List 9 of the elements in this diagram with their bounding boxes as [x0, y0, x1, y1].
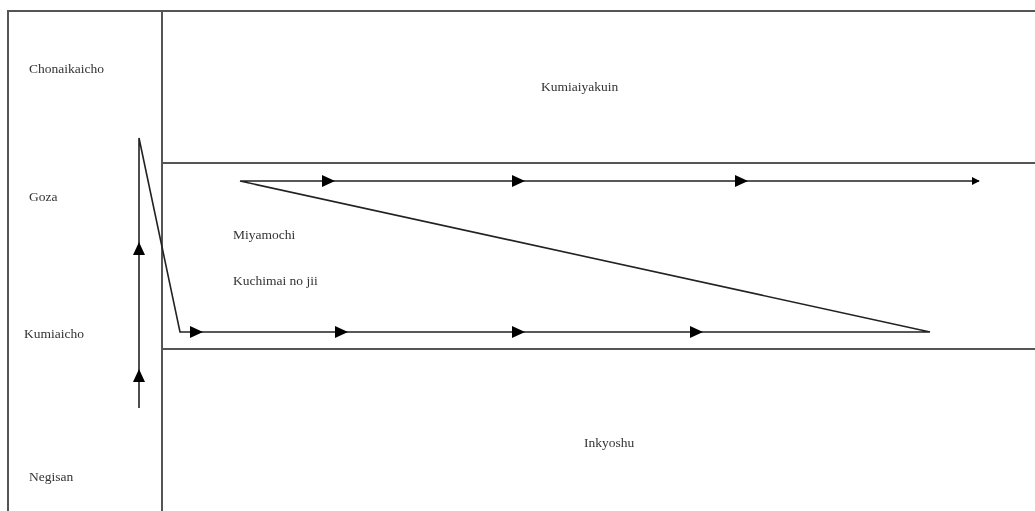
layer-label: Miyamochi: [233, 228, 296, 242]
layer-label: Inkyoshu: [584, 436, 635, 450]
row-label: Chonaikaicho: [29, 62, 104, 76]
layer-label: Kuchimai no jii: [233, 274, 318, 288]
row-label: Kumiaicho: [24, 327, 84, 341]
flow-arrow: [133, 137, 980, 409]
row-label: Negisan: [29, 470, 74, 484]
layer-label: Kumiaiyakuin: [541, 80, 619, 94]
row-label: Goza: [29, 190, 58, 204]
